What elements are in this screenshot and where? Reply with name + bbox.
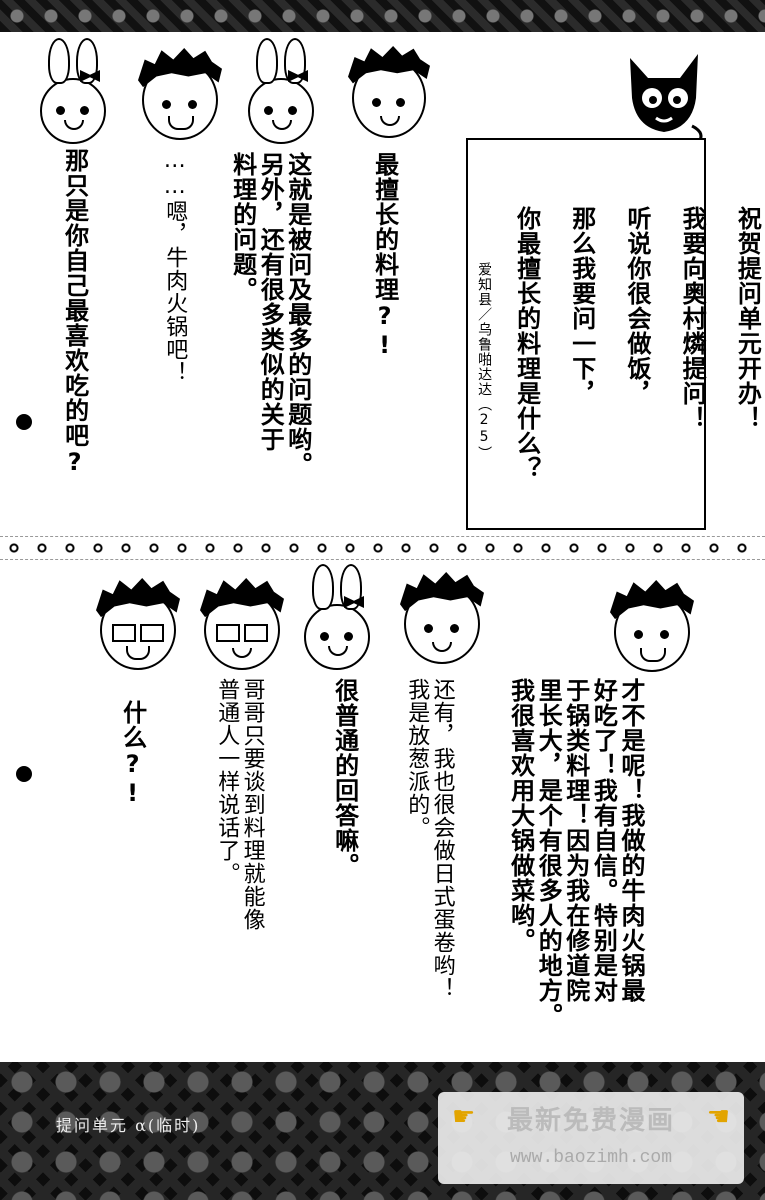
rin-face-grin [138,48,222,140]
rabbit-face-3 [304,564,370,670]
footer-title: 提问单元 α(临时) [56,1116,201,1135]
yukio-face-glasses [200,578,284,670]
watermark-title: 最新免费漫画 [506,1106,675,1136]
watermark-banner[interactable]: ☛ 最新免费漫画 ☚ www.baozimh.com [438,1092,744,1184]
rabbit-line-1: 这就是被问及最多的问题哟。 另外，还有很多类似的关于 料理的问题。 [228,152,312,477]
question-box [466,138,706,530]
question-line-5: 你最擅长的料理是什么？ [512,206,541,481]
rin-line-1: 最擅长的料理?! [370,152,399,360]
bullet-dot-top [16,414,32,430]
rin-face-calm [400,572,484,664]
pointing-hand-icon: ☚ [706,1102,730,1132]
top-pattern-band [0,0,765,32]
rin-face-angry [610,580,694,672]
question-line-2: 我要向奥村燐提问！ [678,206,707,431]
pointing-hand-icon: ☛ [452,1102,476,1132]
rabbit-face-1 [248,38,314,144]
question-line-1: 祝贺提问单元开办！ [733,206,762,431]
bullet-dot-bottom [16,766,32,782]
rin-line-2: ……嗯，牛肉火锅吧！ [162,148,188,384]
rabbit-line-3: 很普通的回答嘛。 [330,678,359,878]
watermark-url[interactable]: www.baozimh.com [509,1148,673,1168]
section-divider [0,536,765,560]
rin-face-shocked [96,578,180,670]
cat-mascot-icon [630,54,703,140]
rabbit-face-2 [40,38,106,144]
rin-line-5: 什么?! [118,700,147,808]
yukio-line-1: 哥哥只要谈到料理就能像 普通人一样说话了。 [214,678,265,931]
question-sender: 爱知县／乌鲁啪达达（25） [476,262,493,461]
question-line-4: 那么我要问一下， [567,206,596,406]
question-line-3: 听说你很会做饭， [622,206,651,406]
rabbit-line-2: 那只是你自己最喜欢吃的吧? [60,148,89,477]
question-text: 祝贺提问单元开办！ 我要向奥村燐提问！ 听说你很会做饭， 那么我要问一下， 你最… [512,148,765,518]
rin-line-3: 才不是呢！我做的牛肉火锅最 好吃了！我有自信。特别是对 于锅类料理！因为我在修道… [506,678,645,1028]
rin-line-4: 还有，我也很会做日式蛋卷哟！ 我是放葱派的。 [404,678,455,1000]
rin-face-worried [348,46,430,138]
